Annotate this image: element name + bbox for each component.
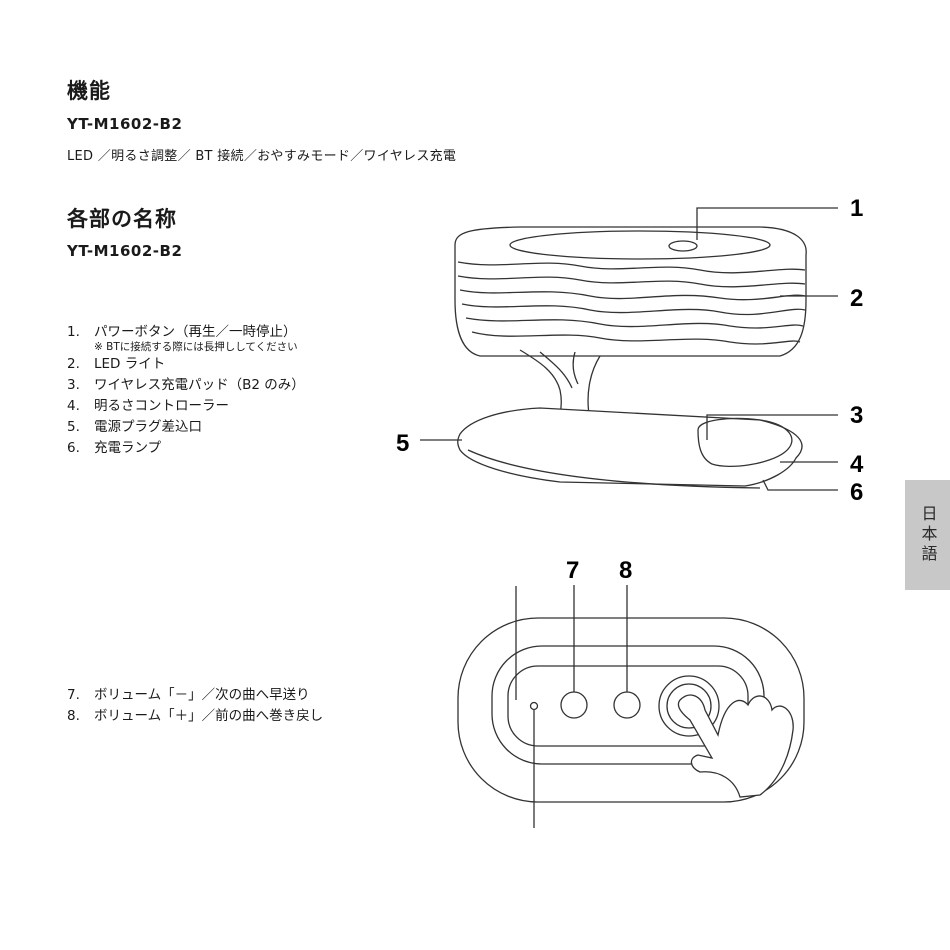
language-tab[interactable]: 日本語	[905, 480, 950, 590]
callout-4: 4	[850, 451, 864, 478]
callout-1: 1	[850, 195, 863, 222]
callout-2: 2	[850, 285, 863, 312]
callout-3: 3	[850, 402, 863, 429]
callout-8: 8	[619, 557, 632, 584]
callout-7: 7	[566, 557, 579, 584]
callout-6: 6	[850, 479, 863, 506]
callout-5: 5	[396, 430, 409, 457]
language-tab-label: 日本語	[916, 505, 940, 565]
